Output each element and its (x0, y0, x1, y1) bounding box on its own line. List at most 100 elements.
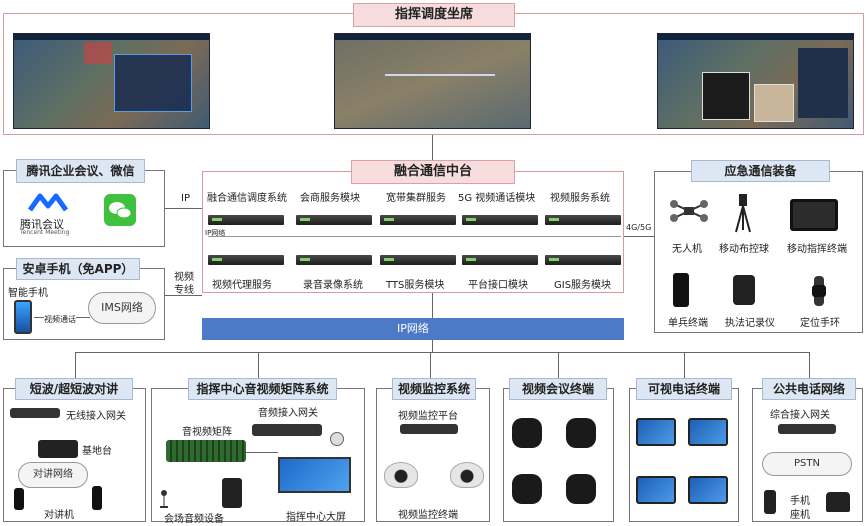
big-screen-icon (278, 457, 351, 493)
emergency-item-5: 执法记录仪 (725, 318, 775, 329)
speaker-icon (222, 478, 242, 508)
dispatch-screenshot-1 (13, 33, 210, 129)
android-call-label: 视频通话 (44, 314, 76, 325)
module-bottom-4: 平台接口模块 (468, 280, 528, 291)
drone-icon (670, 198, 708, 224)
integrated-gateway-icon (778, 424, 836, 434)
tencent-title: 腾讯企业会议、微信 (16, 159, 145, 183)
android-link-label-1: 视频 (174, 272, 194, 283)
dispatch-screenshot-2 (334, 33, 531, 129)
module-top-5: 视频服务系统 (550, 193, 610, 204)
server-bottom-4 (462, 255, 538, 265)
drop-radio (75, 352, 76, 378)
pstn-landline-label: 座机 (790, 510, 810, 521)
module-bottom-1: 视频代理服务 (212, 280, 272, 291)
center-to-ipbar-line (432, 293, 433, 318)
module-bottom-5: GIS服务模块 (554, 280, 612, 291)
drop-pstn (809, 352, 810, 378)
matrix-to-screen-line (246, 452, 278, 453)
drop-matrix (258, 352, 259, 378)
ims-cloud: IMS网络 (88, 292, 156, 324)
matrix-screen-label: 指挥中心大屏 (286, 512, 346, 523)
conf-camera-icon-1 (512, 418, 542, 448)
audio-gateway-icon (252, 424, 322, 436)
radio-cloud: 对讲网络 (18, 462, 88, 488)
matrix-title: 指挥中心音视频矩阵系统 (188, 378, 337, 400)
radio-base-label: 基地台 (82, 446, 112, 457)
wechat-icon (104, 194, 136, 226)
emergency-item-4: 单兵终端 (668, 318, 708, 329)
video-phone-icon-1 (636, 418, 676, 446)
nvr-icon (400, 424, 458, 434)
emergency-item-3: 移动指挥终端 (787, 244, 847, 255)
module-top-1: 融合通信调度系统 (207, 193, 287, 204)
pstn-cloud: PSTN (762, 452, 852, 476)
conf-camera-icon-4 (566, 474, 596, 504)
server-top-5 (545, 215, 621, 225)
conf-title: 视频会议终端 (509, 378, 607, 400)
walkie-talkie-icon-1 (14, 488, 24, 510)
emergency-title: 应急通信装备 (691, 160, 830, 182)
dispatch-seat-title: 指挥调度坐席 (353, 3, 515, 27)
internal-bus (208, 236, 621, 237)
landline-phone-icon (826, 492, 850, 512)
video-platform-label: 视频监控平台 (398, 411, 458, 422)
tripod-camera-icon (734, 194, 752, 234)
mobile-phone-icon (764, 490, 776, 514)
radio-walkie-label: 对讲机 (44, 510, 74, 521)
emergency-item-1: 无人机 (672, 244, 702, 255)
dome-camera-icon-2 (450, 462, 484, 488)
video-phone-icon-2 (688, 418, 728, 446)
emergency-item-6: 定位手环 (800, 318, 840, 329)
matrix-matrix-label: 音视频矩阵 (182, 427, 232, 438)
body-camera-icon (733, 275, 755, 305)
matrix-gateway-label: 音频接入网关 (258, 408, 318, 419)
vphone-title: 可视电话终端 (636, 378, 732, 400)
dome-camera-icon-1 (384, 462, 418, 488)
module-top-3: 宽带集群服务 (386, 193, 446, 204)
microphone-icon (160, 490, 168, 508)
android-phone-label: 智能手机 (8, 288, 48, 299)
tencent-link-label: IP (181, 193, 190, 204)
av-matrix-icon (166, 440, 246, 462)
platform-title: 融合通信中台 (351, 160, 515, 184)
camera-icon (330, 432, 344, 446)
drop-conf (558, 352, 559, 378)
video-phone-icon-3 (636, 476, 676, 504)
walkie-talkie-icon-2 (92, 486, 102, 510)
smartphone-icon (14, 300, 32, 334)
drop-video (430, 352, 431, 378)
server-bottom-3 (380, 255, 456, 265)
wristband-icon (806, 276, 832, 306)
wireless-gateway-icon (10, 408, 60, 418)
emergency-link-line (624, 236, 654, 237)
android-link-label-2: 专线 (174, 285, 194, 296)
conf-camera-icon-3 (512, 474, 542, 504)
emergency-item-2: 移动布控球 (719, 244, 769, 255)
emergency-link-label: 4G/5G (626, 223, 652, 232)
handheld-terminal-icon (673, 273, 689, 307)
module-top-4: 5G 视频通话模块 (458, 193, 536, 204)
matrix-audio-label: 会场音频设备 (164, 514, 224, 525)
ipbar-down-line (432, 340, 433, 352)
video-terminal-label: 视频监控终端 (398, 510, 458, 521)
server-bottom-1 (208, 255, 284, 265)
conf-camera-icon-2 (566, 418, 596, 448)
pstn-mobile-label: 手机 (790, 496, 810, 507)
tencent-meeting-name: 腾讯会议 (20, 218, 64, 231)
module-bottom-2: 录音录像系统 (303, 280, 363, 291)
module-bottom-3: TTS服务模块 (386, 280, 445, 291)
rugged-tablet-icon (790, 199, 838, 231)
dispatch-screenshot-3 (657, 33, 854, 129)
server-bottom-5 (545, 255, 621, 265)
base-station-icon (38, 440, 78, 458)
distribution-bus (75, 352, 809, 353)
android-link-line (165, 295, 202, 296)
center-to-top-line (432, 135, 433, 160)
radio-gateway-label: 无线接入网关 (66, 411, 126, 422)
video-title: 视频监控系统 (392, 378, 476, 400)
module-top-2: 会商服务模块 (300, 193, 360, 204)
pstn-title: 公共电话网络 (762, 378, 856, 400)
tencent-meeting-icon (27, 192, 69, 214)
android-title: 安卓手机（免APP） (16, 258, 140, 280)
